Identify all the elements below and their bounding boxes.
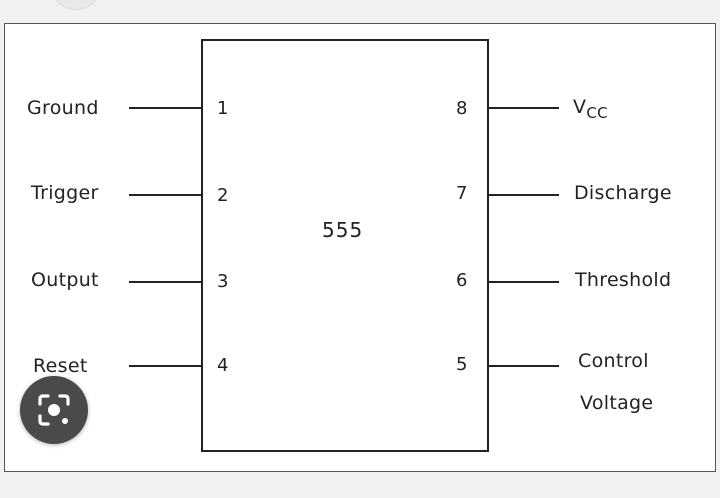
ic-555-body — [201, 39, 489, 452]
pin-8-lead — [489, 107, 559, 109]
pin-6-lead — [489, 281, 559, 283]
pin-2-lead — [129, 194, 201, 196]
pin-3-number: 3 — [217, 271, 229, 292]
pin-5-number: 5 — [456, 354, 468, 375]
pin-1-lead — [129, 107, 201, 109]
lens-search-button[interactable] — [20, 376, 88, 444]
pin-1-name: Ground — [27, 97, 99, 119]
lens-search-icon — [38, 394, 70, 426]
pin-7-name: Discharge — [574, 182, 672, 204]
pin-7-lead — [489, 194, 559, 196]
pin-3-name: Output — [31, 269, 99, 291]
pin-5-name-line2: Voltage — [580, 392, 654, 414]
top-arc-decoration — [50, 0, 102, 10]
pin-4-lead — [129, 365, 201, 367]
pin-1-number: 1 — [217, 98, 229, 119]
pin-8-name-subscript: CC — [586, 104, 608, 122]
pin-3-lead — [129, 281, 201, 283]
pin-6-name: Threshold — [575, 269, 672, 291]
pin-4-name: Reset — [33, 355, 88, 377]
pin-5-lead — [489, 365, 559, 367]
chip-label: 555 — [322, 218, 364, 242]
pin-8-name-main: V — [573, 96, 587, 118]
pin-5-name-line1: Control — [578, 350, 649, 372]
pin-4-number: 4 — [217, 355, 229, 376]
pin-2-number: 2 — [217, 185, 229, 206]
pin-8-name: VCC — [573, 96, 608, 122]
pin-2-name: Trigger — [31, 182, 99, 204]
pin-6-number: 6 — [456, 270, 468, 291]
pin-8-number: 8 — [456, 98, 468, 119]
pin-7-number: 7 — [456, 183, 468, 204]
